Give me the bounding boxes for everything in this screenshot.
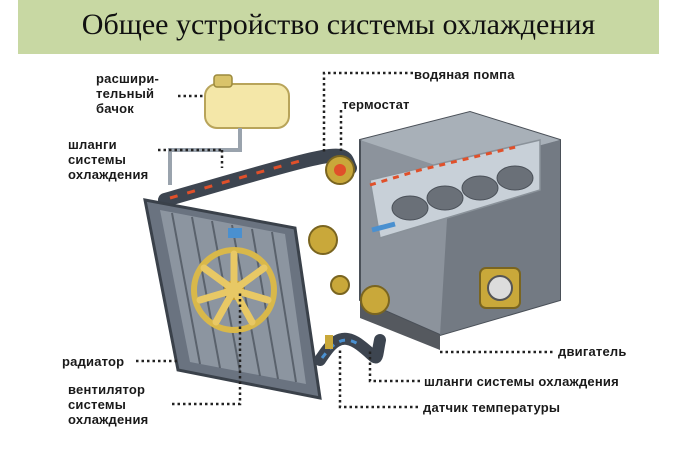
label-thermostat: термостат — [342, 97, 410, 112]
label-radiator: радиатор — [62, 354, 125, 369]
label-engine: двигатель — [558, 344, 627, 359]
lower-hose-illustration — [314, 332, 386, 366]
label-hoses-bottom: шланги системы охлаждения — [424, 374, 619, 389]
label-hoses-left: шланги системы охлаждения — [68, 137, 149, 182]
title-banner: Общее устройство системы охлаждения — [18, 0, 659, 54]
upper-hose-illustration — [158, 148, 357, 207]
label-water-pump: водяная помпа — [414, 67, 515, 82]
page-title: Общее устройство системы охлаждения — [81, 8, 596, 41]
leader-lines — [136, 71, 553, 409]
label-temp-sensor: датчик температуры — [423, 400, 561, 415]
engine-block-illustration — [359, 110, 561, 350]
expansion-tank-illustration — [168, 74, 290, 185]
thermostat-illustration — [325, 155, 355, 185]
fan-illustration — [191, 247, 277, 333]
label-expansion-tank: расшири- тельный бачок — [96, 71, 160, 116]
pulleys-illustration — [308, 225, 390, 315]
label-fan: вентилятор системы охлаждения — [68, 382, 149, 427]
